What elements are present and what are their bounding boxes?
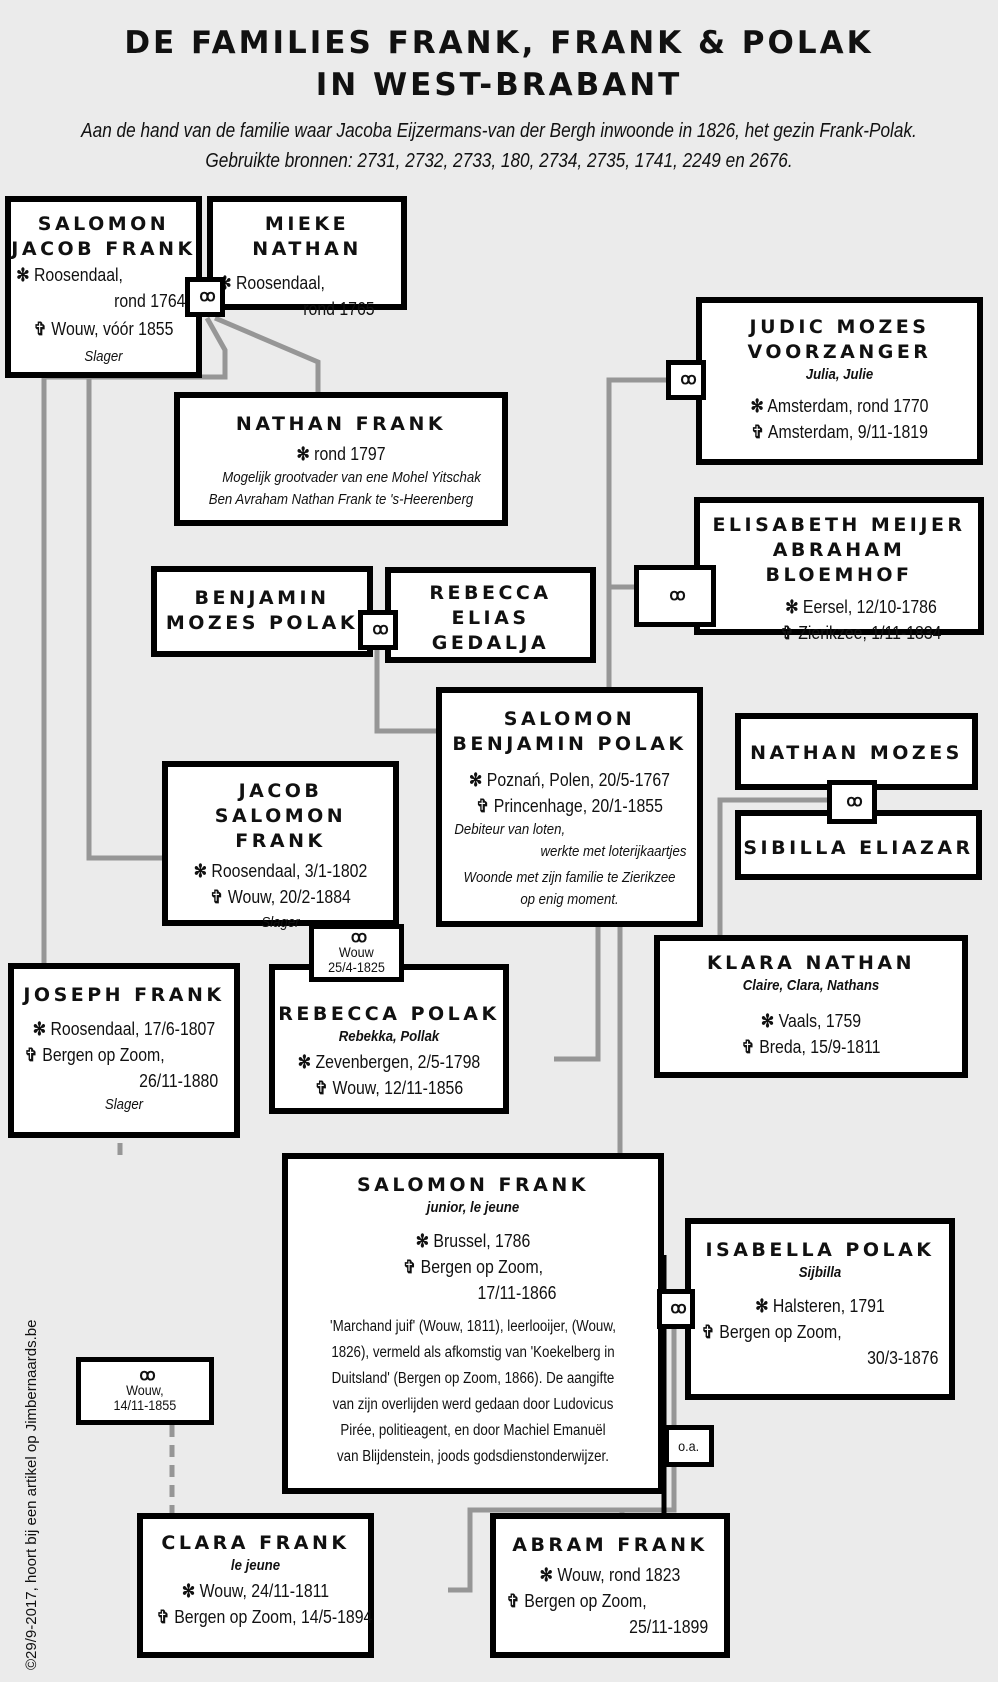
line-salomon-to-nathan (214, 315, 321, 392)
rings-icon: ꝏ (372, 621, 388, 638)
rings-icon: ꝏ (669, 587, 685, 604)
marriage-polak-judic: ꝏ (666, 360, 706, 400)
person-rebecca-polak[interactable]: REBECCA POLAK Rebekka, Pollak ✻ Zevenber… (269, 964, 509, 1114)
marriage-nathan-sibilla: ꝏ (827, 780, 877, 824)
person-rebecca-elias-gedalja[interactable]: REBECCA ELIAS GEDALJA (385, 567, 596, 663)
birth-icon: ✻ (760, 1011, 775, 1031)
person-joseph-frank[interactable]: JOSEPH FRANK ✻ Roosendaal, 17/6-1807 ✞ B… (8, 963, 240, 1138)
person-benjamin-mozes-polak[interactable]: BENJAMIN MOZES POLAK (151, 566, 373, 657)
death-icon: ✞ (701, 1322, 715, 1342)
death-icon: ✞ (156, 1607, 170, 1627)
death-icon: ✞ (402, 1257, 417, 1277)
birth-icon: ✻ (785, 597, 799, 617)
person-jacob-salomon-frank[interactable]: JACOB SALOMON FRANK ✻ Roosendaal, 3/1-18… (162, 761, 399, 931)
death-icon: ✞ (476, 796, 490, 816)
marriage-joseph-clara: ꝏ Wouw, 14/11-1855 (76, 1357, 214, 1425)
rings-icon: ꝏ (846, 793, 862, 810)
rings-icon: ꝏ (139, 1367, 155, 1384)
birth-icon: ✻ (32, 1019, 47, 1039)
death-icon: ✞ (751, 422, 765, 442)
rings-icon: ꝏ (670, 1300, 686, 1317)
birth-icon: ✻ (750, 396, 764, 416)
birth-icon: ✻ (755, 1296, 769, 1316)
person-nathan-frank[interactable]: NATHAN FRANK ✻ rond 1797 Mogelijk grootv… (174, 392, 508, 526)
oa-label: o.a. (664, 1425, 714, 1467)
page-subtitle: Aan de hand van de familie waar Jacoba E… (81, 120, 917, 172)
line-benjamin-to-salomonbp (374, 645, 438, 734)
page-title: DE FAMILIES FRANK, FRANK & POLAK IN WEST… (124, 25, 874, 103)
person-elisabeth-meijer[interactable]: ELISABETH MEIJER ABRAHAM BLOEMHOF ✻ Eers… (694, 497, 984, 643)
death-icon: ✞ (314, 1078, 329, 1098)
marriage-polak-elisabeth: ꝏ (634, 565, 716, 627)
person-salomon-benjamin-polak[interactable]: SALOMON BENJAMIN POLAK ✻ Poznań, Polen, … (436, 687, 703, 927)
birth-icon: ✻ (193, 861, 207, 881)
birth-icon: ✻ (469, 770, 483, 790)
birth-icon: ✻ (16, 265, 30, 285)
copyright-credit: ©29/9-2017, hoort bij een artikel op Jim… (23, 1319, 40, 1670)
rings-icon: ꝏ (680, 371, 696, 388)
death-icon: ✞ (210, 887, 224, 907)
birth-icon: ✻ (539, 1565, 553, 1585)
line-salomon-to-jacob (86, 377, 165, 861)
rings-icon: ꝏ (350, 929, 367, 946)
birth-icon: ✻ (181, 1581, 196, 1601)
death-icon: ✞ (741, 1037, 755, 1057)
marriage-benjamin-rebecca: ꝏ (358, 610, 398, 650)
person-abram-frank[interactable]: ABRAM FRANK ✻ Wouw, rond 1823 ✞ Bergen o… (490, 1513, 730, 1658)
death-icon: ✞ (24, 1045, 38, 1065)
line-nathanmozes-to-klara (717, 797, 829, 935)
person-isabella-polak[interactable]: ISABELLA POLAK Sijbilla ✻ Halsteren, 179… (685, 1218, 955, 1400)
person-klara-nathan[interactable]: KLARA NATHAN Claire, Clara, Nathans ✻ Va… (654, 935, 968, 1078)
person-nathan-mozes[interactable]: NATHAN MOZES (735, 713, 978, 790)
person-salomon-jacob-frank[interactable]: SALOMON JACOB FRANK ✻ Roosendaal, rond 1… (5, 196, 202, 378)
line-judic-spine (606, 377, 666, 690)
person-clara-frank[interactable]: CLARA FRANK le jeune ✻ Wouw, 24/11-1811 … (137, 1513, 374, 1658)
line-polak-to-rebecca (554, 924, 601, 1062)
person-salomon-frank[interactable]: SALOMON FRANK junior, le jeune ✻ Brussel… (282, 1153, 664, 1494)
birth-icon: ✻ (415, 1231, 429, 1251)
death-icon: ✞ (780, 623, 794, 643)
marriage-salomon-isabella: ꝏ (657, 1289, 695, 1329)
rings-icon: ꝏ (199, 288, 215, 305)
marriage-jacob-rebecca: ꝏ Wouw 25/4-1825 (309, 924, 404, 982)
marriage-salomon-mieke: ꝏ (185, 277, 225, 317)
birth-icon: ✻ (296, 444, 310, 464)
person-judic-mozes-voorzanger[interactable]: JUDIC MOZES VOORZANGER Julia, Julie ✻ Am… (696, 297, 983, 465)
death-icon: ✞ (506, 1591, 520, 1611)
bio-text: 'Marchand juif' (Wouw, 1811), leerlooije… (330, 1318, 616, 1465)
death-icon: ✞ (33, 319, 47, 339)
birth-icon: ✻ (297, 1052, 312, 1072)
person-mieke-nathan[interactable]: MIEKE NATHAN ✻ Roosendaal, rond 1765 (207, 196, 407, 319)
